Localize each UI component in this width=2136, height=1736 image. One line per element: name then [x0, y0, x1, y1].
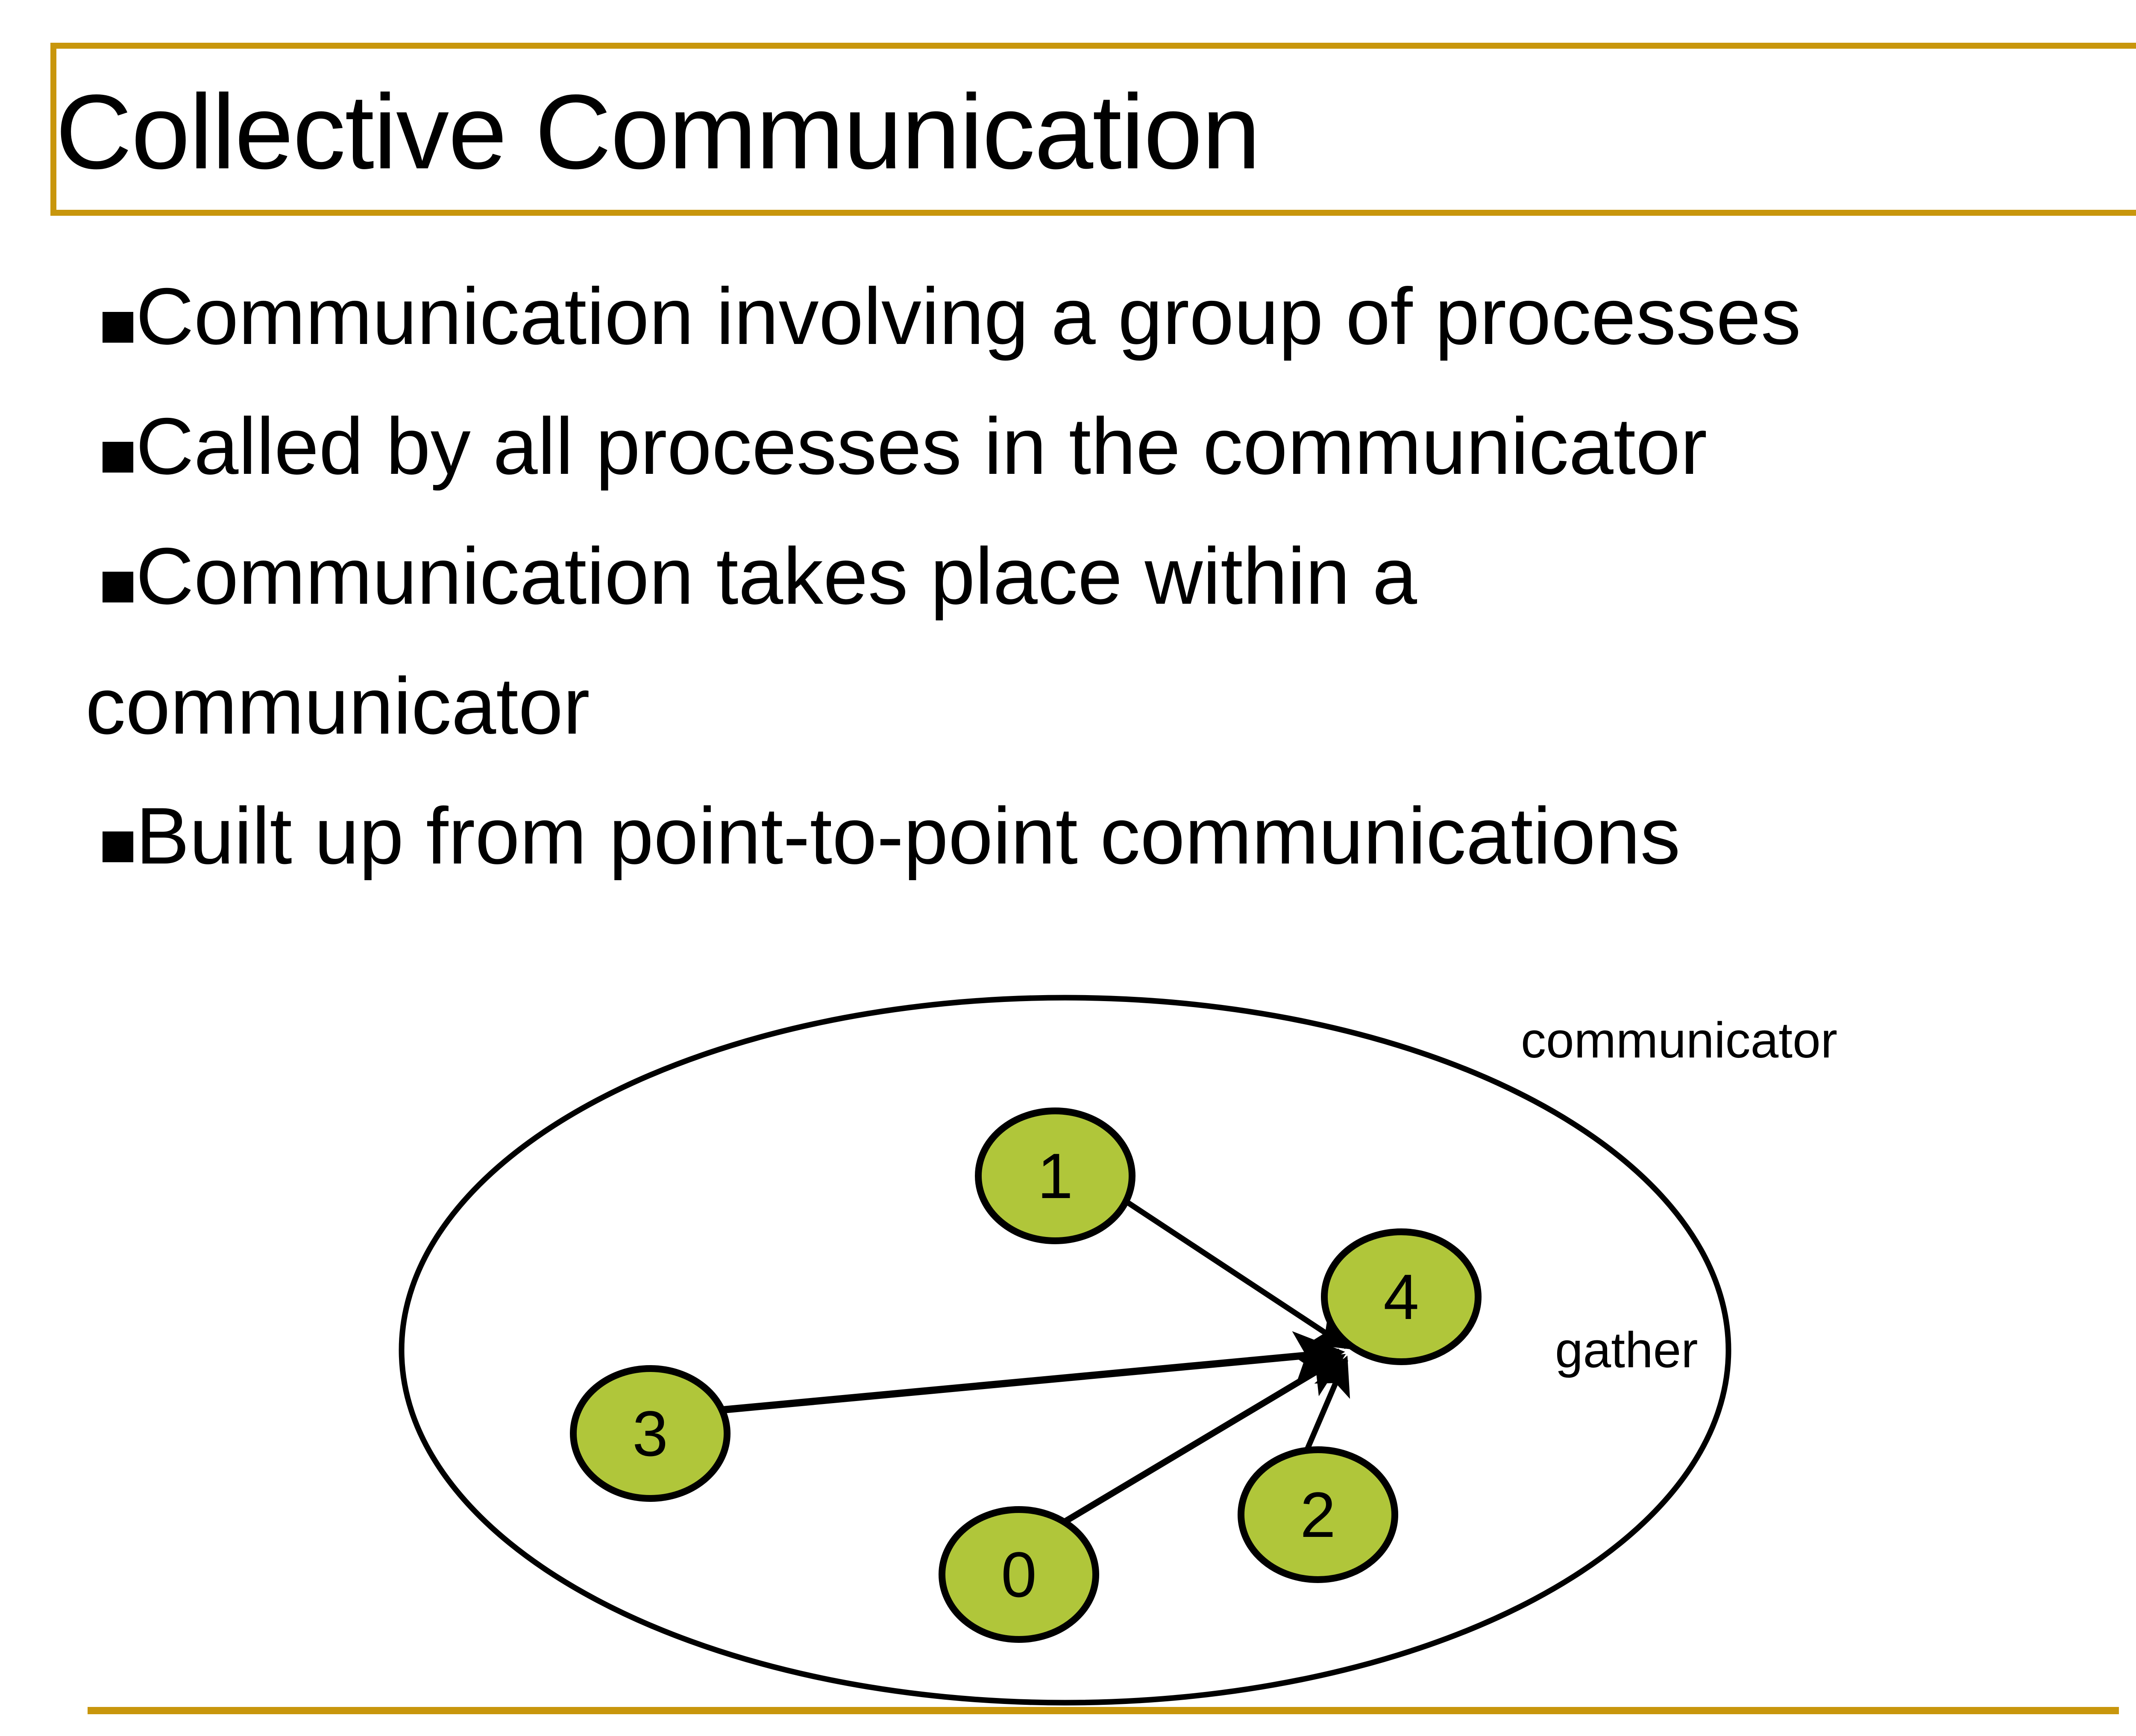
communicator-boundary-ellipse	[399, 995, 1731, 1706]
gather-label: gather	[1555, 1322, 1698, 1378]
process-node-1: 1	[975, 1107, 1135, 1244]
node-shape	[1238, 1446, 1398, 1583]
process-node-3: 3	[570, 1365, 731, 1502]
node-label: 2	[1300, 1479, 1335, 1551]
list-item: Built up from point-to-point communicati…	[103, 771, 2136, 901]
list-item: Communication takes place within a	[103, 511, 2136, 641]
list-item-label: Built up from point-to-point communicati…	[136, 791, 1681, 881]
edge-3-to-4	[721, 1331, 1345, 1414]
node-shape	[975, 1107, 1135, 1244]
square-bullet-icon	[103, 572, 133, 602]
node-label: 0	[1001, 1539, 1036, 1610]
communicator-label: communicator	[1521, 1012, 1837, 1069]
footer-rule	[88, 1707, 2119, 1714]
list-item: Communication involving a group of proce…	[103, 251, 2136, 381]
node-shape	[570, 1365, 731, 1502]
list-item-continuation: communicator	[85, 661, 590, 751]
list-item-label: Communication takes place within a	[136, 531, 1417, 621]
process-node-2: 2	[1238, 1446, 1398, 1583]
node-label: 1	[1037, 1140, 1073, 1212]
node-label: 4	[1383, 1261, 1419, 1333]
list-item-label: Called by all processes in the communica…	[136, 401, 1708, 491]
edge-0-to-4	[1057, 1354, 1346, 1528]
title-box	[50, 43, 2136, 216]
process-node-4: 4	[1321, 1228, 1482, 1365]
bullet-list: Communication involving a group of proce…	[85, 251, 2136, 901]
gather-diagram: 1 4 3 0 2 communicator gather	[0, 957, 2136, 1736]
edge-1-to-4	[1122, 1197, 1350, 1349]
edge-2-to-4	[1305, 1355, 1350, 1451]
square-bullet-icon	[103, 312, 133, 343]
square-bullet-icon	[103, 831, 133, 862]
list-item: Called by all processes in the communica…	[103, 381, 2136, 511]
square-bullet-icon	[103, 442, 133, 473]
node-shape	[939, 1506, 1099, 1643]
node-label: 3	[632, 1398, 668, 1469]
list-item-label: Communication involving a group of proce…	[136, 271, 1801, 361]
process-node-0: 0	[939, 1506, 1099, 1643]
node-shape	[1321, 1228, 1482, 1365]
page-title: Collective Communication	[56, 72, 1261, 191]
